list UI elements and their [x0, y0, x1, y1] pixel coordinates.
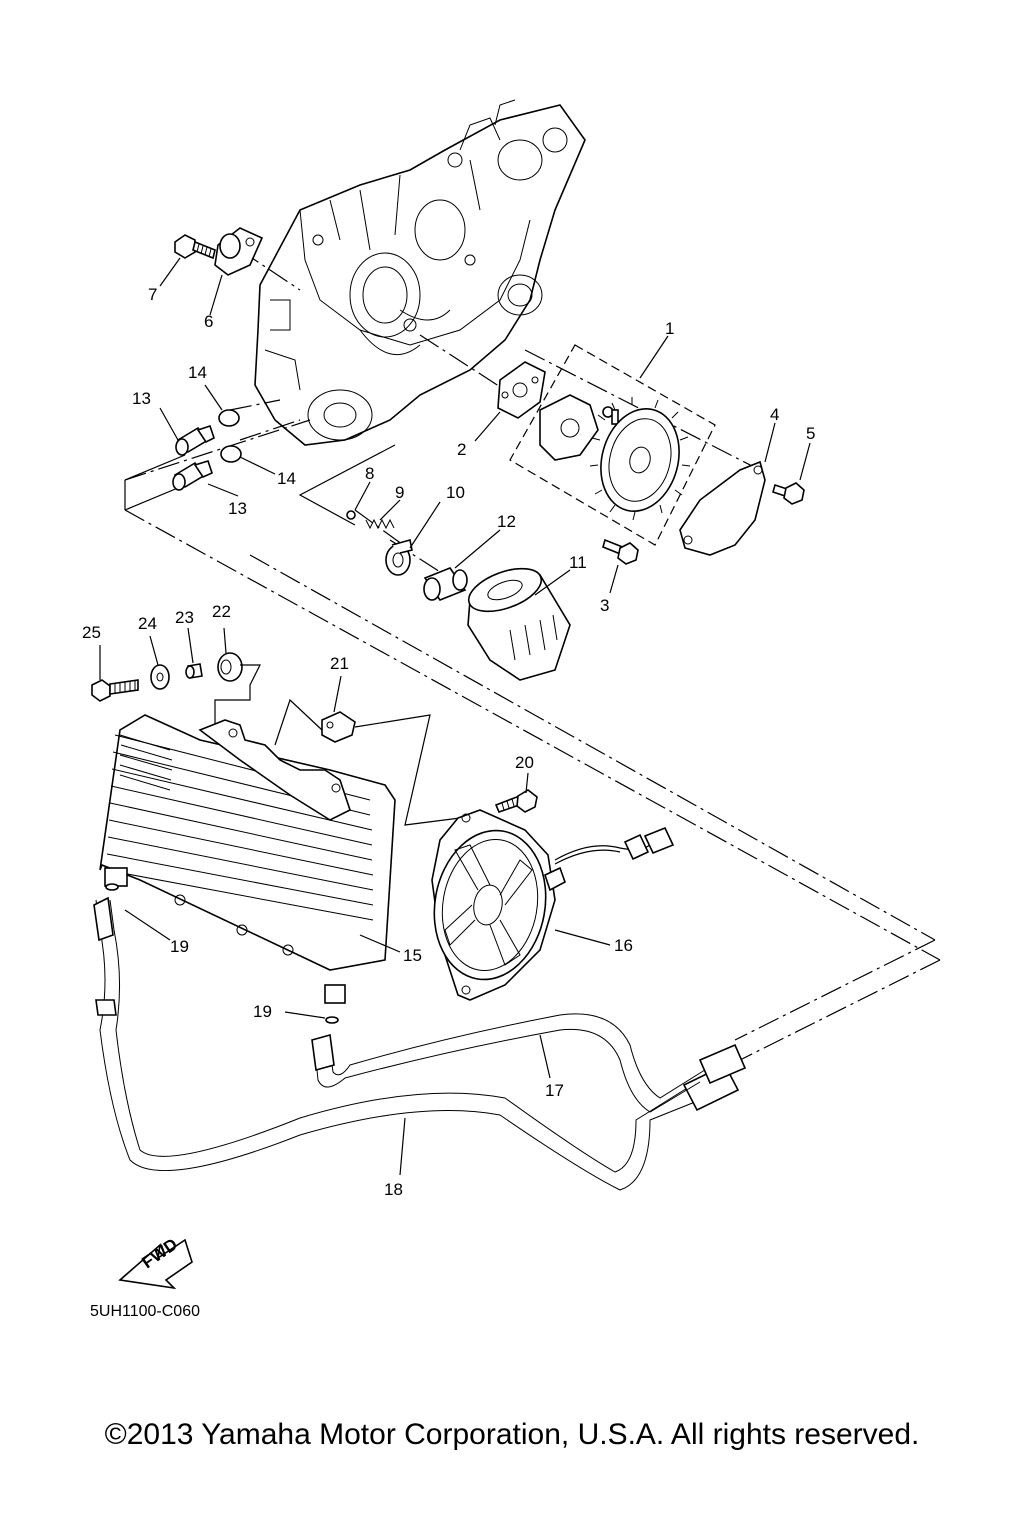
oil-pump-group-box	[509, 344, 716, 546]
diagram-code: 5UH1100-C060	[90, 1303, 200, 1320]
callout-11: 11	[569, 553, 587, 572]
part-union-13b	[172, 460, 213, 491]
part-drive-gear	[589, 397, 691, 521]
callout-10: 10	[446, 483, 465, 502]
callout-leaders	[99, 257, 811, 1176]
callout-7: 7	[148, 285, 157, 304]
part-washer-24	[150, 664, 170, 690]
callout-2: 2	[457, 440, 466, 459]
callout-16: 16	[614, 936, 633, 955]
grommet-guide-line	[214, 664, 261, 730]
callout-17: 17	[545, 1081, 564, 1100]
callout-18: 18	[384, 1180, 403, 1199]
callout-6: 6	[204, 312, 213, 331]
callout-19a: 19	[170, 937, 189, 956]
callout-4: 4	[770, 405, 779, 424]
part-spring-9	[365, 518, 395, 530]
callout-13a: 13	[132, 389, 151, 408]
callout-21: 21	[330, 654, 349, 673]
part-o-ring-19b	[325, 1016, 339, 1024]
part-bolt-5	[772, 482, 805, 505]
part-o-ring-14b	[220, 445, 242, 463]
part-cover-4	[679, 460, 766, 556]
assembly-leader-lines	[124, 249, 941, 1061]
part-union-13a	[175, 424, 215, 456]
copyright-notice: ©2013 Yamaha Motor Corporation, U.S.A. A…	[104, 1418, 920, 1451]
callout-14a: 14	[188, 363, 207, 382]
callout-19b: 19	[253, 1002, 272, 1021]
callout-3: 3	[600, 596, 609, 615]
part-pump-rotor-assembly	[539, 394, 619, 461]
part-oil-cooler-15	[99, 714, 396, 1004]
callout-1: 1	[665, 319, 674, 338]
part-o-ring-14a	[218, 409, 240, 427]
callout-5: 5	[806, 424, 815, 443]
callout-24: 24	[138, 614, 157, 633]
callout-13b: 13	[228, 499, 247, 518]
part-hose-18	[93, 896, 740, 1191]
part-collar-23	[185, 663, 203, 679]
crankcase-drawing	[254, 99, 586, 446]
callout-20: 20	[515, 753, 534, 772]
callout-15: 15	[403, 946, 422, 965]
clip-guide-line	[274, 698, 461, 826]
callout-8: 8	[365, 464, 374, 483]
part-bolt-7	[174, 234, 216, 260]
fwd-arrow-icon: FWD	[118, 1235, 193, 1290]
part-clip-21	[321, 711, 356, 743]
part-fan-16	[431, 809, 566, 1001]
part-washer-10	[385, 538, 413, 576]
part-ball-8	[346, 510, 356, 520]
part-strainer-cover-6	[214, 227, 264, 276]
callout-9: 9	[395, 483, 404, 502]
callout-22: 22	[212, 602, 231, 621]
part-bolt-25	[91, 679, 139, 702]
bracket-lines	[124, 444, 396, 526]
callout-25: 25	[82, 623, 101, 642]
part-grommet-22	[217, 652, 243, 682]
callout-23: 23	[175, 608, 194, 627]
part-bolt-3	[602, 538, 639, 565]
callout-14b: 14	[277, 469, 296, 488]
part-bolt-20	[494, 789, 538, 813]
callout-12: 12	[497, 512, 516, 531]
part-pump-housing-2	[497, 361, 546, 419]
part-oil-filter-11	[467, 567, 571, 681]
part-hose-17	[311, 1013, 747, 1113]
part-o-ring-19a	[105, 883, 119, 891]
part-fan-wire-connector	[554, 826, 675, 865]
part-union-bolt-12	[423, 567, 468, 601]
